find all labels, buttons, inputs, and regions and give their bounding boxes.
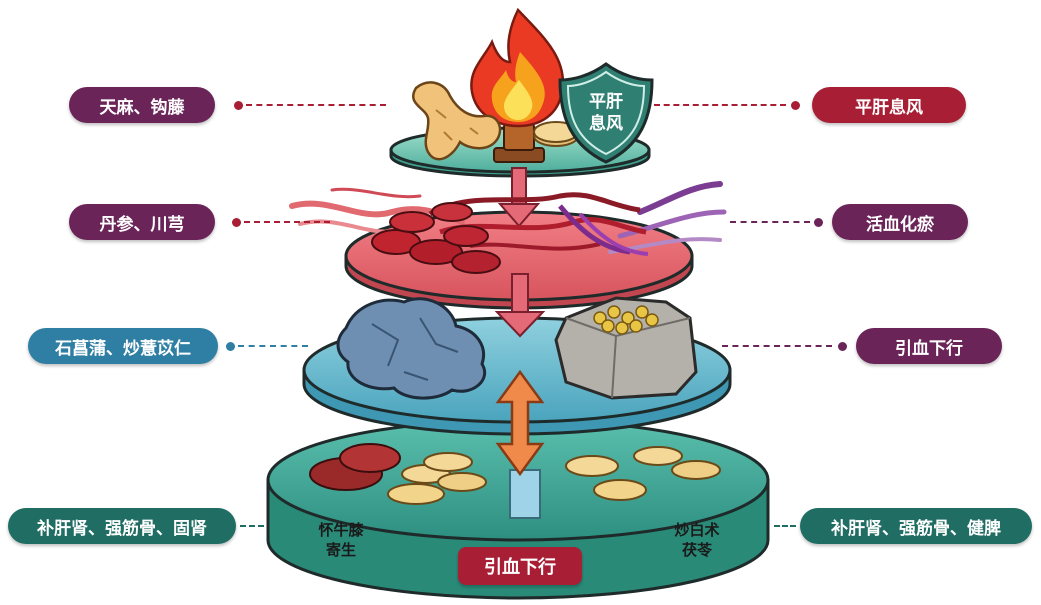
base-center-label: 引血下行 — [458, 547, 582, 585]
layer1-right-dot — [791, 101, 800, 110]
layer1-left-dot — [234, 101, 243, 110]
layer3-left-dot — [226, 342, 235, 351]
down-arrow-top — [497, 167, 541, 228]
layer1-right-connector — [654, 104, 786, 106]
ginger-root-icon — [412, 81, 502, 161]
layer2-right-connector — [730, 221, 810, 223]
base-right-herb-2: 茯苓 — [681, 541, 712, 559]
base-coin-slices-left — [387, 452, 487, 505]
layer4-herbs-label: 补肝肾、强筋骨、固肾 — [8, 508, 236, 544]
red-herb-slices — [371, 202, 501, 274]
pipe — [509, 469, 541, 519]
base-right-herbs: 炒白术 茯苓 — [662, 520, 732, 560]
shield-icon: 平肝 息风 — [558, 62, 654, 164]
base-right-herb-1: 炒白术 — [674, 521, 720, 539]
shield-text-line-2: 息风 — [589, 113, 623, 134]
layer1-effect-label: 平肝息风 — [812, 87, 966, 123]
layer3-herbs-label: 石菖蒲、炒薏苡仁 — [28, 328, 218, 364]
layer2-herbs-label: 丹参、川芎 — [69, 204, 215, 240]
layer1-herbs-label: 天麻、钩藤 — [69, 87, 215, 123]
layer4-right-connector — [774, 525, 796, 527]
down-arrow-middle — [494, 273, 546, 338]
layer1-left-connector — [246, 104, 386, 106]
layer4-effect-label: 补肝肾、强筋骨、健脾 — [800, 508, 1032, 544]
layer4-left-connector — [240, 525, 264, 527]
layer2-left-connector — [244, 221, 330, 223]
layer3-left-connector — [238, 345, 308, 347]
fire-icon — [470, 7, 565, 163]
base-left-herb-2: 寄生 — [325, 541, 356, 559]
base-left-herbs: 怀牛膝 寄生 — [306, 520, 376, 560]
layer2-right-dot — [814, 218, 823, 227]
base-left-herb-1: 怀牛膝 — [318, 521, 364, 539]
blue-rock-icon — [336, 297, 487, 400]
layer2-left-dot — [232, 218, 241, 227]
base-red-slices — [309, 443, 401, 491]
herb-slice-icon — [533, 121, 579, 147]
double-arrow — [495, 369, 545, 477]
stone-with-seeds-icon — [554, 296, 698, 400]
base-coin-slices-right — [565, 446, 721, 501]
layer2-effect-label: 活血化瘀 — [832, 204, 968, 240]
layer3-right-connector — [722, 345, 832, 347]
layer3-right-dot — [838, 342, 847, 351]
shield-text-line-1: 平肝 — [589, 92, 623, 112]
layer3-effect-label: 引血下行 — [856, 328, 1002, 364]
